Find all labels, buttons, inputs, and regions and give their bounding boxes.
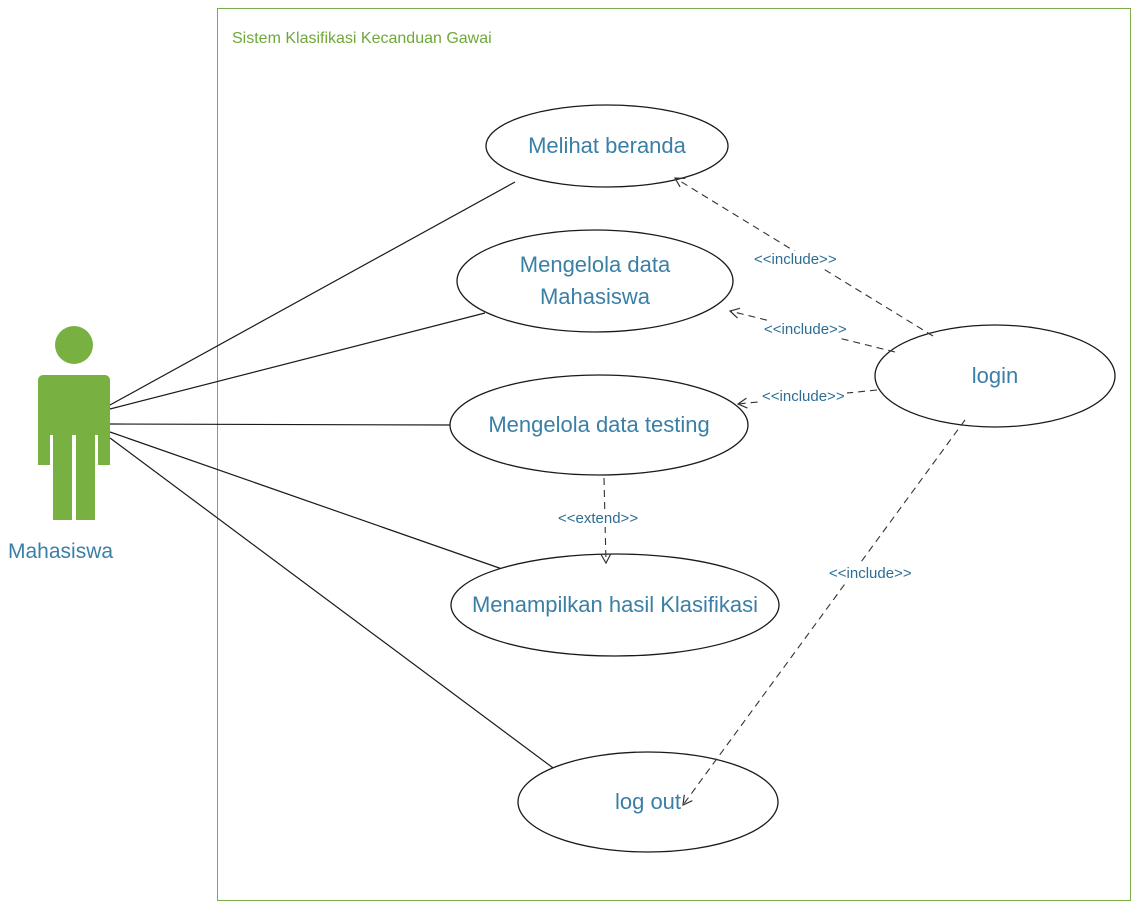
actor-name: Mahasiswa — [8, 540, 114, 563]
actor-figure — [38, 326, 110, 520]
usecase-log-out — [517, 751, 779, 853]
usecase-mengelola-mahasiswa-label: Mengelola data Mahasiswa — [520, 249, 670, 313]
actor-head — [55, 326, 93, 364]
usecase-mengelola-testing-label: Mengelola data testing — [488, 412, 710, 437]
usecase-melihat-beranda-label: Melihat beranda — [528, 133, 686, 158]
usecase-mengelola-testing — [449, 374, 749, 476]
usecase-mengelola-mahasiswa-line1: Mengelola data — [519, 252, 671, 277]
assoc-mengelola-mahasiswa — [109, 312, 486, 410]
assoc-mengelola-testing — [109, 423, 451, 426]
assoc-melihat-beranda — [109, 181, 516, 406]
include-arrow-logout — [682, 419, 966, 806]
usecase-mengelola-mahasiswa — [456, 229, 734, 333]
assoc-log-out — [109, 437, 581, 789]
system-title: Sistem Klasifikasi Kecanduan Gawai — [232, 30, 492, 47]
include-arrow-beranda — [673, 177, 934, 337]
actor-torso — [38, 375, 110, 435]
include-label-logout: <<include>> — [827, 565, 914, 582]
usecase-login-label: login — [971, 363, 1019, 388]
include-label-beranda: <<include>> — [752, 251, 839, 268]
actor-left-arm — [38, 380, 50, 465]
usecase-menampilkan-hasil-label: Menampilkan hasil Klasifikasi — [471, 592, 759, 617]
actor-left-leg — [53, 430, 72, 520]
usecase-melihat-beranda — [485, 104, 729, 188]
actor-right-leg — [76, 430, 95, 520]
include-label-testing: <<include>> — [760, 388, 847, 405]
include-label-mahasiswa: <<include>> — [762, 321, 849, 338]
system-boundary — [217, 8, 1131, 901]
usecase-menampilkan-hasil — [450, 553, 780, 657]
associations — [109, 181, 581, 789]
usecase-login — [874, 324, 1116, 428]
extend-label-hasil: <<extend>> — [556, 510, 641, 527]
usecase-log-out-label: log out — [614, 789, 682, 814]
usecase-mengelola-mahasiswa-line2: Mahasiswa — [539, 284, 651, 309]
actor-right-arm — [98, 380, 110, 465]
assoc-menampilkan-hasil — [109, 431, 506, 571]
